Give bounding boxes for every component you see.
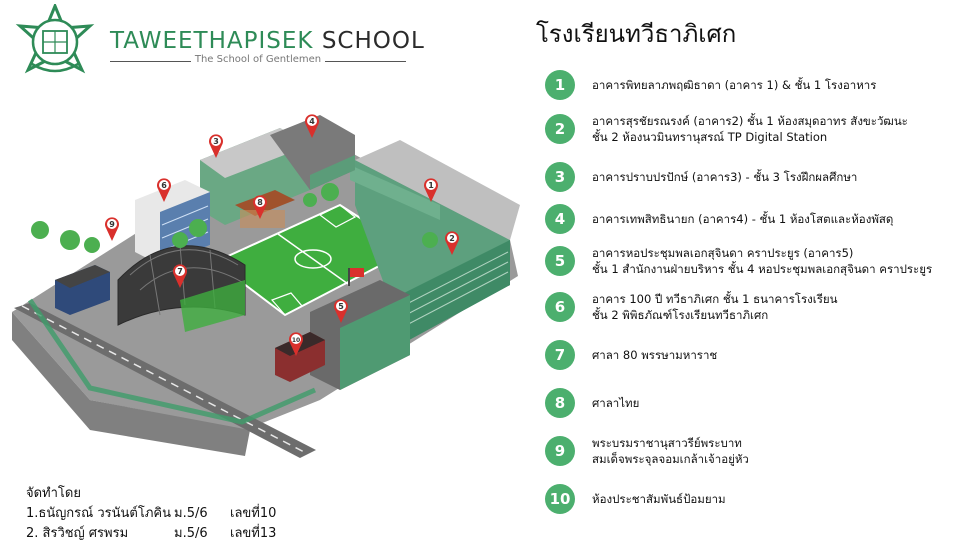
map-pin-label: 2 (449, 234, 455, 243)
legend-item-4: 4 อาคารเทพสิทธินายก (อาคาร4) - ชั้น 1 ห้… (545, 204, 955, 244)
legend-text: อาคารเทพสิทธินายก (อาคาร4) - ชั้น 1 ห้อง… (592, 211, 893, 227)
legend-line-1: ศาลา 80 พรรษามหาราช (592, 348, 718, 362)
map-pin-6: 6 (156, 178, 171, 202)
legend-number-badge: 4 (545, 204, 575, 234)
legend-line-1: อาคารสุรชัยรณรงค์ (อาคาร2) ชั้น 1 ห้องสม… (592, 114, 908, 128)
map-pin-4: 4 (305, 114, 320, 138)
legend-line-1: ห้องประชาสัมพันธ์ป้อมยาม (592, 492, 726, 506)
legend-line-2: ชั้น 1 สำนักงานฝ่ายบริหาร ชั้น 4 หอประชุ… (592, 262, 933, 276)
legend-line-1: อาคารเทพสิทธินายก (อาคาร4) - ชั้น 1 ห้อง… (592, 212, 894, 226)
legend-line-2: ชั้น 2 พิพิธภัณฑ์โรงเรียนทวีธาภิเศก (592, 308, 769, 322)
school-name-part2: SCHOOL (321, 28, 425, 54)
map-pin-label: 3 (213, 137, 219, 146)
legend-number-badge: 1 (545, 70, 575, 100)
map-pin-9: 9 (105, 217, 120, 241)
map-pin-10: 10 (289, 332, 303, 356)
legend-text: พระบรมราชานุสาวรีย์พระบาทสมเด็จพระจุลจอม… (592, 435, 749, 467)
school-crest-logo (15, 4, 95, 74)
legend-item-3: 3 อาคารปราบปรปักษ์ (อาคาร3) - ชั้น 3 โรง… (545, 162, 955, 202)
map-pin-label: 1 (428, 181, 434, 190)
legend-item-7: 7 ศาลา 80 พรรษามหาราช (545, 340, 955, 380)
legend-number-badge: 8 (545, 388, 575, 418)
map-pin-7: 7 (173, 264, 188, 288)
legend-line-2: ชั้น 2 ห้องนวมินทรานุสรณ์ TP Digital Sta… (592, 130, 828, 144)
legend-text: อาคาร 100 ปี ทวีธาภิเศก ชั้น 1 ธนาคารโรง… (592, 291, 838, 323)
map-pin-label: 4 (309, 117, 315, 126)
legend-text: อาคารปราบปรปักษ์ (อาคาร3) - ชั้น 3 โรงฝึ… (592, 169, 857, 185)
school-name-part1: TAWEETHAPISEK (110, 28, 314, 54)
legend-text: อาคารสุรชัยรณรงค์ (อาคาร2) ชั้น 1 ห้องสม… (592, 113, 908, 145)
legend-text: ศาลา 80 พรรษามหาราช (592, 347, 717, 363)
map-pin-label: 10 (292, 337, 300, 344)
page-heading: โรงเรียนทวีธาภิเศก (536, 20, 737, 48)
map-pin-1: 1 (424, 178, 438, 202)
legend-number-badge: 3 (545, 162, 575, 192)
legend-number-badge: 5 (545, 246, 575, 276)
legend-item-2: 2 อาคารสุรชัยรณรงค์ (อาคาร2) ชั้น 1 ห้องส… (545, 114, 955, 154)
legend-item-9: 9 พระบรมราชานุสาวรีย์พระบาทสมเด็จพระจุลจ… (545, 436, 955, 476)
legend-text: อาคารพิทยลาภพฤฒิธาดา (อาคาร 1) & ชั้น 1 … (592, 77, 876, 93)
campus-map: 1 2 3 4 5 6 7 8 9 10 (12, 114, 520, 458)
trees (31, 183, 438, 253)
legend-line-1: อาคารพิทยลาภพฤฒิธาดา (อาคาร 1) & ชั้น 1 … (592, 78, 877, 92)
legend-item-8: 8 ศาลาไทย (545, 388, 955, 428)
map-pin-label: 6 (161, 181, 167, 190)
legend-item-1: 1 อาคารพิทยลาภพฤฒิธาดา (อาคาร 1) & ชั้น 1… (545, 70, 955, 110)
legend-line-2: สมเด็จพระจุลจอมเกล้าเจ้าอยู่หัว (592, 452, 749, 466)
legend-line-1: พระบรมราชานุสาวรีย์พระบาท (592, 436, 742, 450)
legend-line-1: ศาลาไทย (592, 396, 640, 410)
building-1 (350, 165, 440, 220)
map-pin-5: 5 (334, 299, 349, 323)
legend-number-badge: 6 (545, 292, 575, 322)
map-pin-3: 3 (209, 134, 224, 158)
map-pin-label: 7 (177, 267, 183, 276)
map-pin-label: 9 (109, 220, 115, 229)
legend-number-badge: 7 (545, 340, 575, 370)
credit-row-1: 1.ธนัญกรณ์ วรนันต์โภคิน ม.5/6 เลขที่10 (26, 506, 277, 521)
credits: จัดทำโดย 1.ธนัญกรณ์ วรนันต์โภคิน ม.5/6 เ… (26, 484, 276, 544)
school-name: TAWEETHAPISEK SCHOOL (110, 28, 425, 54)
credit-row-2: 2. สิรวิชญ์ ศรพรม ม.5/6 เลขที่13 (26, 526, 277, 541)
legend-item-10: 10 ห้องประชาสัมพันธ์ป้อมยาม (545, 484, 955, 524)
legend-text: ห้องประชาสัมพันธ์ป้อมยาม (592, 491, 726, 507)
map-pin-2: 2 (445, 231, 460, 255)
legend-number-badge: 2 (545, 114, 575, 144)
legend-line-1: อาคารปราบปรปักษ์ (อาคาร3) - ชั้น 3 โรงฝึ… (592, 170, 858, 184)
legend-item-5: 5 อาคารหอประชุมพลเอกสุจินดา คราประยูร (อา… (545, 246, 955, 286)
legend-item-6: 6 อาคาร 100 ปี ทวีธาภิเศก ชั้น 1 ธนาคารโร… (545, 292, 955, 332)
legend-number-badge: 10 (545, 484, 575, 514)
map-pin-8: 8 (253, 195, 267, 219)
legend-line-1: อาคารหอประชุมพลเอกสุจินดา คราประยูร (อาค… (592, 246, 854, 260)
legend-text: ศาลาไทย (592, 395, 639, 411)
legend-text: อาคารหอประชุมพลเอกสุจินดา คราประยูร (อาค… (592, 245, 932, 277)
legend-line-1: อาคาร 100 ปี ทวีธาภิเศก ชั้น 1 ธนาคารโรง… (592, 292, 838, 306)
legend-number-badge: 9 (545, 436, 575, 466)
school-motto: The School of Gentlemen (110, 54, 406, 65)
map-pin-label: 5 (338, 302, 344, 311)
map-pin-label: 8 (257, 198, 263, 207)
credits-heading: จัดทำโดย (26, 486, 81, 501)
